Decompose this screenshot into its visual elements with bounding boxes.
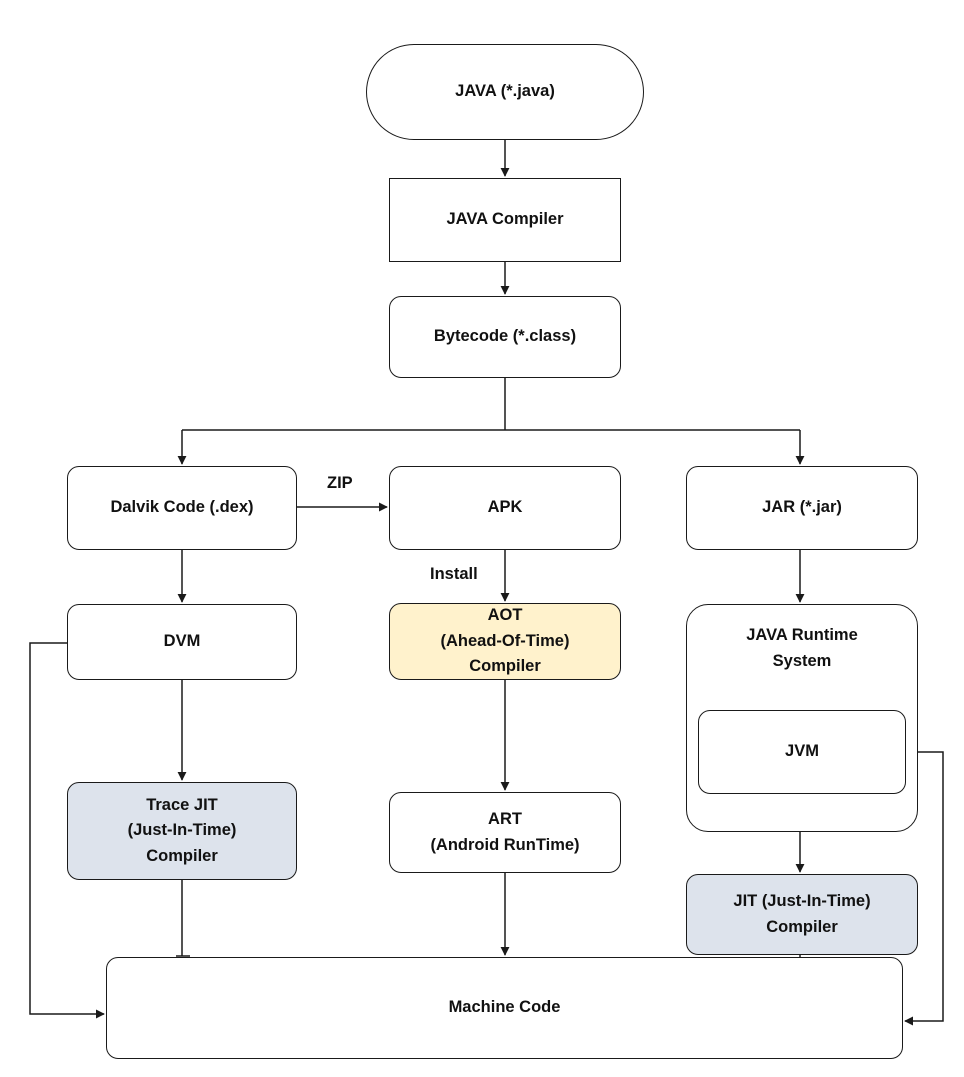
jar-label: JAR (*.jar) [762, 498, 842, 517]
apk-label: APK [487, 498, 523, 517]
jvm-node: JVM [698, 710, 906, 794]
bytecode-label: Bytecode (*.class) [433, 327, 577, 346]
dalvik-code-node: Dalvik Code (.dex) [67, 466, 297, 550]
java-source-label: JAVA (*.java) [455, 82, 555, 101]
java-source-node: JAVA (*.java) [366, 44, 644, 140]
aot-compiler-node: AOT (Ahead-Of-Time) Compiler [389, 603, 621, 680]
dalvik-code-label: Dalvik Code (.dex) [110, 498, 254, 517]
art-node: ART (Android RunTime) [389, 792, 621, 873]
machine-code-label: Machine Code [448, 998, 561, 1017]
trace-jit-compiler-node: Trace JIT (Just-In-Time) Compiler [67, 782, 297, 880]
dvm-node: DVM [67, 604, 297, 680]
java-compiler-node: JAVA Compiler [389, 178, 621, 262]
aot-compiler-label: AOT (Ahead-Of-Time) Compiler [440, 606, 570, 676]
trace-jit-compiler-label: Trace JIT (Just-In-Time) Compiler [127, 795, 237, 865]
apk-node: APK [389, 466, 621, 550]
java-runtime-system-label: JAVA Runtime System [746, 626, 858, 670]
install-edge-label: Install [430, 565, 478, 583]
arrow-jvm-bypass-to-machine [904, 751, 944, 1026]
jvm-label: JVM [785, 742, 819, 761]
dvm-label: DVM [163, 632, 201, 651]
jit-compiler-label: JIT (Just-In-Time) Compiler [733, 891, 871, 936]
machine-code-node: Machine Code [106, 957, 903, 1059]
arrow-dvm-bypass-to-machine [29, 642, 105, 1019]
jar-node: JAR (*.jar) [686, 466, 918, 550]
zip-edge-label: ZIP [327, 474, 353, 492]
jit-compiler-node: JIT (Just-In-Time) Compiler [686, 874, 918, 955]
java-compiler-label: JAVA Compiler [446, 210, 564, 229]
art-label: ART (Android RunTime) [430, 809, 580, 854]
bytecode-node: Bytecode (*.class) [389, 296, 621, 378]
